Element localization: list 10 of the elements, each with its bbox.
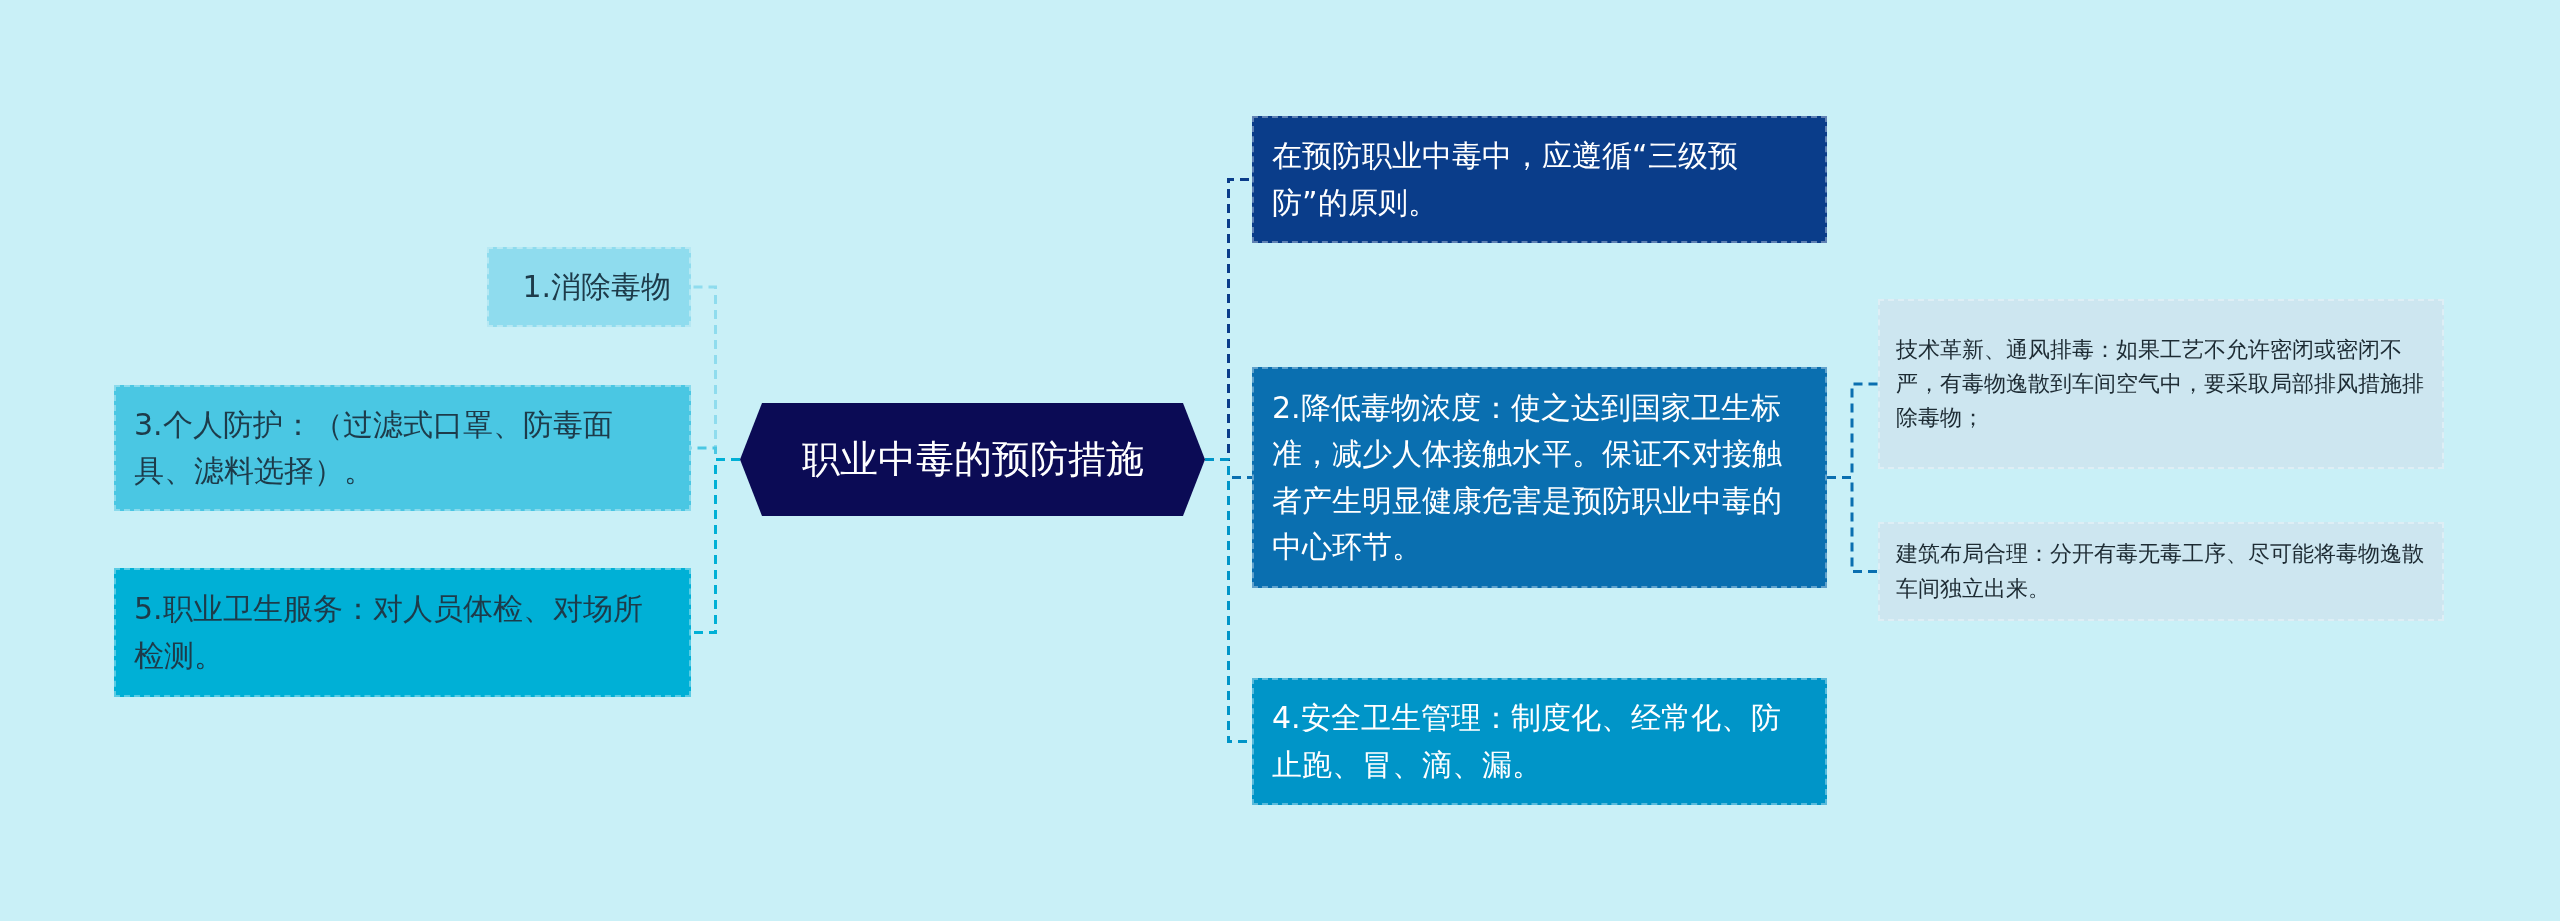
subtopic-box: 技术革新、通风排毒：如果工艺不允许密闭或密闭不严，有毒物逸散到车间空气中，要采取局部排风措施排除毒物； <box>1878 299 2444 469</box>
topic-box: 2.降低毒物浓度：使之达到国家卫生标准，减少人体接触水平。保证不对接触者产生明显健康危害是预防职业中毒的中心环节。 <box>1252 367 1827 588</box>
subtopic-box: 建筑布局合理：分开有毒无毒工序、尽可能将毒物逸散车间独立出来。 <box>1878 522 2444 621</box>
connector-line <box>691 458 740 634</box>
topic-box: 3.个人防护：（过滤式口罩、防毒面具、滤料选择）。 <box>114 385 691 511</box>
topic-box: 5.职业卫生服务：对人员体检、对场所检测。 <box>114 568 691 697</box>
connector-line <box>1827 476 1878 573</box>
topic-box: 在预防职业中毒中，应遵循“三级预防”的原则。 <box>1252 116 1827 243</box>
topic-box: 1.消除毒物 <box>487 247 691 327</box>
topic-box: 4.安全卫生管理：制度化、经常化、防止跑、冒、滴、漏。 <box>1252 678 1827 805</box>
